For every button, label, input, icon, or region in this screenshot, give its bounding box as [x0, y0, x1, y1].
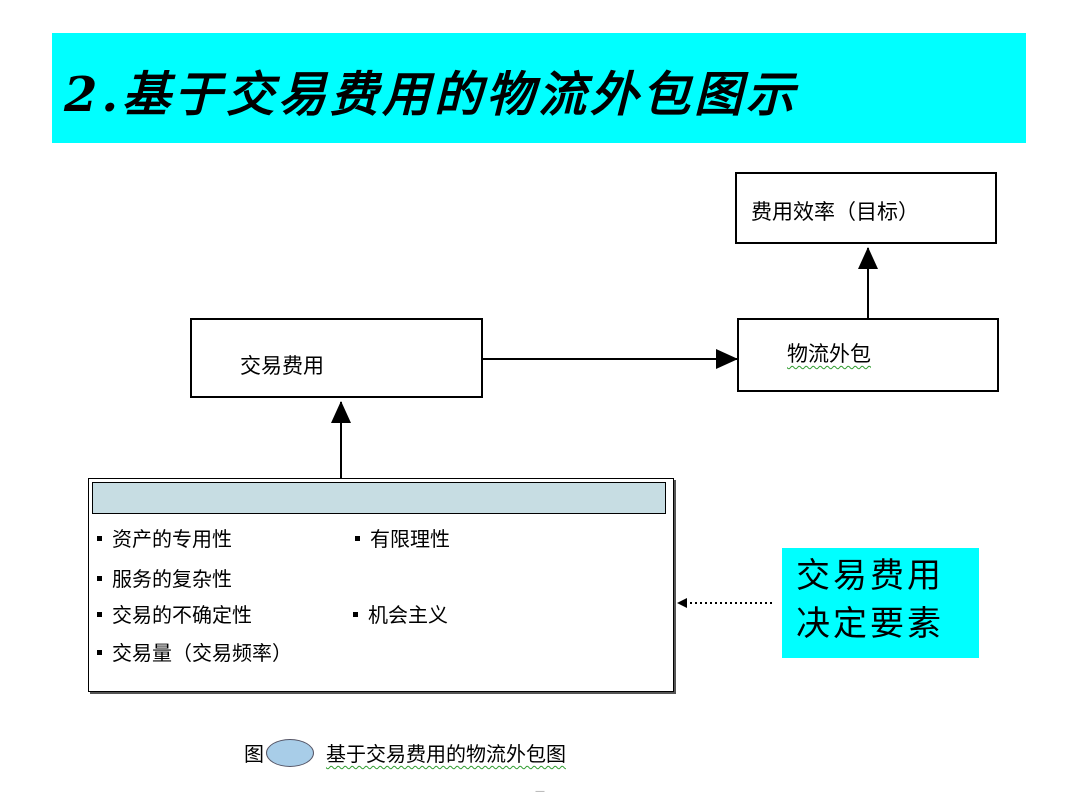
factor-item: 有限理性	[355, 523, 450, 552]
efficiency-goal-box: 费用效率（目标）	[735, 172, 997, 244]
factor-item: 资产的专用性	[97, 523, 232, 552]
factor-item: 机会主义	[353, 599, 448, 628]
bullet-icon	[355, 536, 360, 541]
caption-prefix: 图	[244, 742, 264, 766]
callout-line-2: 决定要素	[796, 604, 944, 644]
factor-transaction-uncertainty: 交易的不确定性	[112, 603, 252, 627]
title-banner: 2.基于交易费用的物流外包图示	[52, 33, 1026, 143]
factors-box: 资产的专用性 有限理性 服务的复杂性 交易的不确定性 机会主义 交易量（交易频率…	[88, 478, 674, 692]
figure-caption: 图 基于交易费用的物流外包图	[244, 738, 566, 767]
factor-transaction-volume: 交易量（交易频率）	[112, 641, 292, 665]
factor-opportunism: 机会主义	[368, 603, 448, 627]
caption-text: 基于交易费用的物流外包图	[326, 742, 566, 766]
factor-item: 服务的复杂性	[97, 563, 232, 592]
transaction-cost-label: 交易费用	[240, 354, 324, 378]
page-mark: —	[535, 786, 545, 797]
factor-service-complexity: 服务的复杂性	[112, 567, 232, 591]
bullet-icon	[97, 536, 102, 541]
bullet-icon	[97, 576, 102, 581]
efficiency-goal-label: 费用效率（目标）	[751, 200, 919, 224]
bullet-icon	[353, 612, 358, 617]
bullet-icon	[97, 612, 102, 617]
factors-header-bar	[92, 482, 666, 514]
factor-bounded-rationality: 有限理性	[370, 527, 450, 551]
factor-asset-specificity: 资产的专用性	[112, 527, 232, 551]
bullet-icon	[97, 650, 102, 655]
figure-number-oval	[266, 738, 314, 767]
logistics-outsourcing-label: 物流外包	[787, 342, 871, 366]
page-title: 2.基于交易费用的物流外包图示	[64, 67, 799, 123]
transaction-cost-box: 交易费用	[190, 318, 483, 398]
determinants-callout: 交易费用 决定要素	[782, 548, 979, 658]
factor-item: 交易的不确定性	[97, 599, 252, 628]
factor-item: 交易量（交易频率）	[97, 637, 292, 666]
callout-line-1: 交易费用	[796, 556, 944, 596]
logistics-outsourcing-box: 物流外包	[737, 318, 999, 392]
